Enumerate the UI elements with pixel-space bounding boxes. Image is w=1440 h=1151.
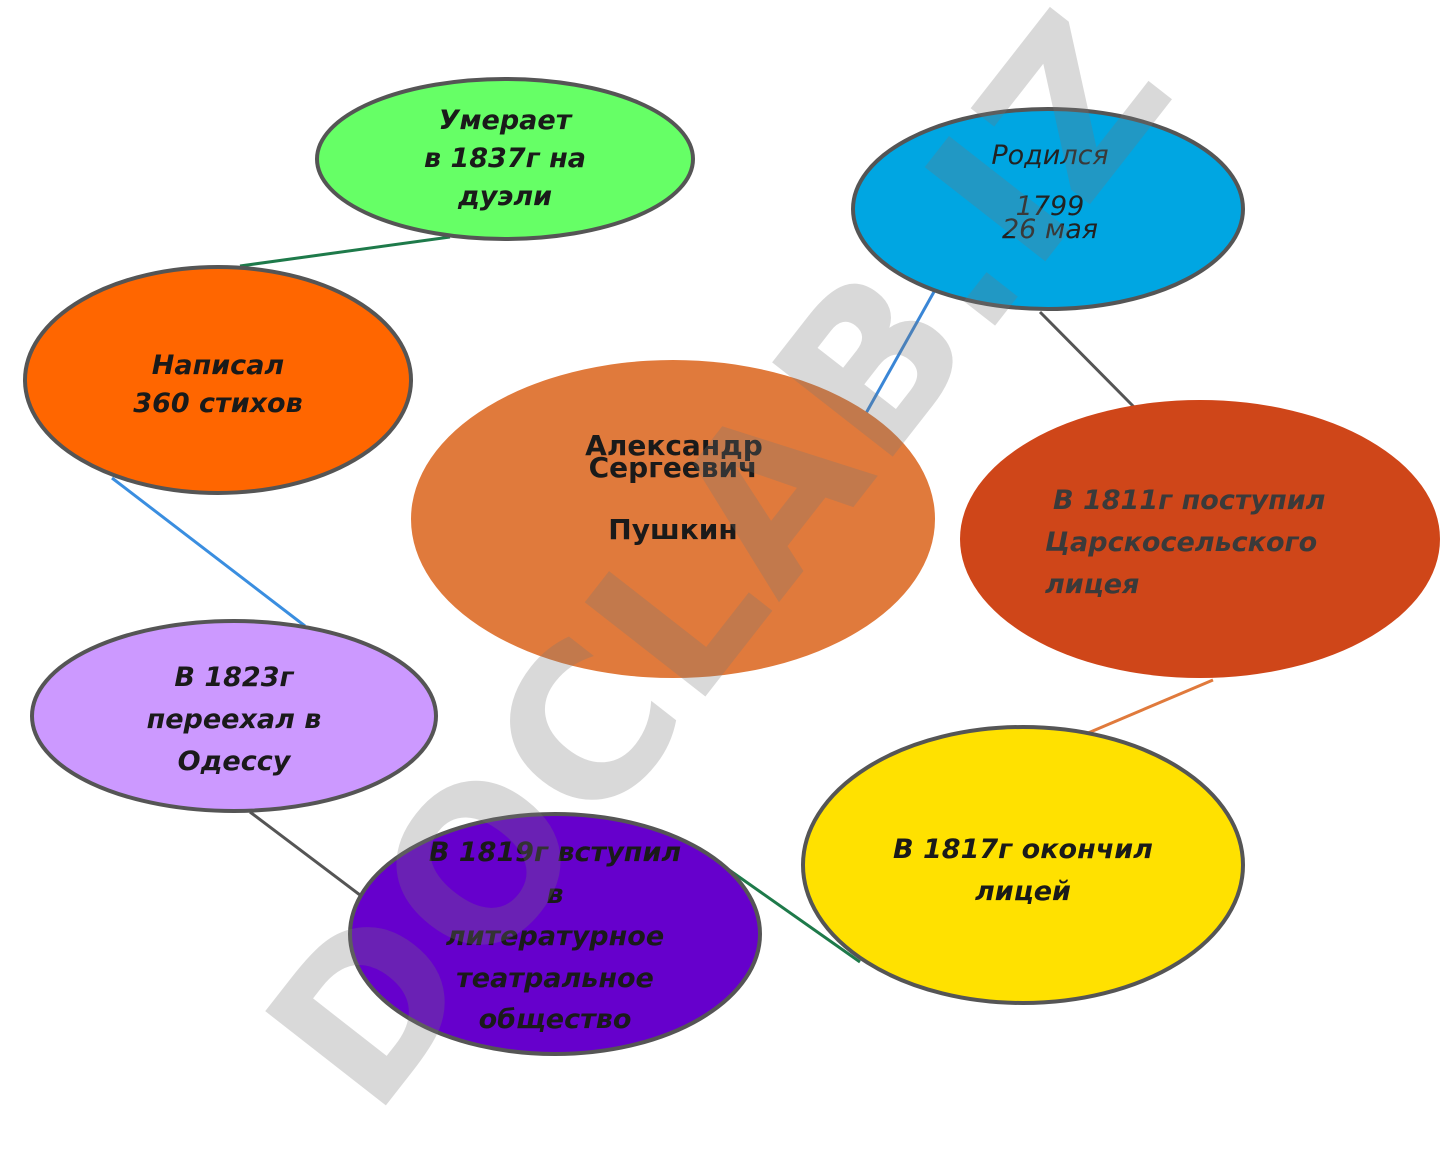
connector-wrote-odessa xyxy=(111,476,306,628)
odessa-line: В 1823г xyxy=(174,662,294,694)
connector-born-center xyxy=(863,289,937,416)
node-odessa-text: В 1823г переехал в Одессу xyxy=(84,657,384,783)
died-line: Умерает xyxy=(438,105,572,137)
connector-born-lyceum xyxy=(1038,310,1137,410)
died-line: дуэли xyxy=(457,180,553,212)
center-surname: Пушкин xyxy=(608,513,738,546)
wrote-line: 360 стихов xyxy=(133,388,303,419)
died-line: в 1837г на xyxy=(423,143,586,175)
society-line: литературное xyxy=(445,920,665,952)
connector-society-finish xyxy=(714,858,861,964)
node-died xyxy=(315,77,695,241)
odessa-line: Одессу xyxy=(177,745,291,777)
society-line: общество xyxy=(478,1004,632,1036)
node-lyceum-finish xyxy=(801,725,1245,1005)
node-society-text: В 1819г вступил в литературное театральн… xyxy=(395,832,715,1044)
node-lyceum-enter-text: В 1811г поступил Царскосельского лицея xyxy=(1045,478,1375,608)
node-odessa xyxy=(30,619,438,813)
node-center-text: Александр Сергеевич Пушкин xyxy=(523,432,823,572)
mind-map xyxy=(23,77,1440,1056)
center-patronymic: Сергеевич xyxy=(588,451,758,484)
born-label: Родился xyxy=(991,140,1109,171)
born-year: 1799 xyxy=(1015,191,1085,223)
lyceum-finish-line: лицей xyxy=(975,876,1071,907)
node-died-text: Умерает в 1837г на дуэли xyxy=(355,97,655,221)
node-society xyxy=(348,812,762,1056)
lyceum-finish-line: В 1817г окончил xyxy=(893,834,1153,866)
society-line: театральное xyxy=(456,962,654,994)
node-born xyxy=(851,107,1245,311)
wrote-line: Написал xyxy=(151,350,285,382)
society-line: В 1819г вступил xyxy=(428,837,682,868)
lyceum-enter-line: лицея xyxy=(1045,568,1140,600)
lyceum-enter-line: В 1811г поступил xyxy=(1053,485,1326,517)
connector-odessa-society xyxy=(249,810,361,897)
connector-lyceum-finish xyxy=(1087,678,1214,735)
node-lyceum-finish-text: В 1817г окончил лицей xyxy=(863,826,1183,916)
odessa-line: переехал в xyxy=(146,704,322,736)
born-date: 26 мая xyxy=(1001,214,1099,246)
node-center xyxy=(411,360,935,678)
lyceum-enter-line: Царскосельского xyxy=(1045,527,1318,559)
center-first-name: Александр xyxy=(585,429,763,462)
society-line: в xyxy=(546,878,564,910)
node-born-text: Родился 1799 26 мая xyxy=(900,140,1200,270)
node-wrote xyxy=(23,265,413,495)
node-wrote-text: Написал 360 стихов xyxy=(68,340,368,430)
connector-died-wrote xyxy=(239,235,451,268)
node-lyceum-enter xyxy=(960,400,1440,678)
